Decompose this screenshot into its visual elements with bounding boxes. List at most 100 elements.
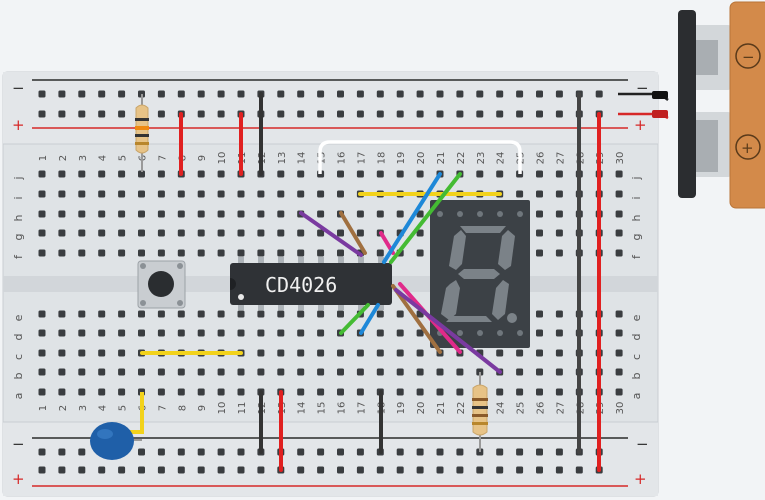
- breadboard-hole[interactable]: [257, 310, 265, 318]
- breadboard-hole[interactable]: [396, 368, 404, 376]
- breadboard-hole[interactable]: [496, 90, 504, 98]
- breadboard-hole[interactable]: [376, 310, 384, 318]
- breadboard-hole[interactable]: [118, 310, 126, 318]
- breadboard-hole[interactable]: [337, 388, 344, 396]
- breadboard-hole[interactable]: [78, 110, 86, 118]
- breadboard-hole[interactable]: [277, 349, 285, 357]
- breadboard-hole[interactable]: [38, 329, 46, 337]
- breadboard-hole[interactable]: [58, 170, 66, 178]
- breadboard-hole[interactable]: [297, 329, 305, 337]
- breadboard-hole[interactable]: [297, 388, 305, 396]
- green-jumper-wire[interactable]: [389, 172, 462, 264]
- breadboard-hole[interactable]: [157, 90, 165, 98]
- breadboard-hole[interactable]: [496, 448, 504, 456]
- breadboard-hole[interactable]: [257, 229, 265, 237]
- breadboard-hole[interactable]: [217, 329, 225, 337]
- breadboard-hole[interactable]: [297, 368, 305, 376]
- breadboard-hole[interactable]: [337, 229, 344, 237]
- breadboard-hole[interactable]: [217, 170, 225, 178]
- breadboard-hole[interactable]: [38, 229, 46, 237]
- breadboard-hole[interactable]: [536, 170, 543, 178]
- brown-jumper-wire[interactable]: [391, 284, 442, 354]
- breadboard-hole[interactable]: [317, 90, 325, 98]
- breadboard-hole[interactable]: [376, 90, 384, 98]
- breadboard-hole[interactable]: [317, 310, 325, 318]
- breadboard-hole[interactable]: [337, 190, 344, 198]
- breadboard-hole[interactable]: [516, 466, 524, 474]
- brown-jumper-wire[interactable]: [339, 211, 367, 255]
- breadboard-hole[interactable]: [138, 368, 145, 376]
- breadboard-hole[interactable]: [376, 110, 384, 118]
- breadboard-hole[interactable]: [237, 448, 245, 456]
- breadboard-hole[interactable]: [555, 310, 563, 318]
- breadboard-hole[interactable]: [38, 90, 46, 98]
- breadboard-hole[interactable]: [157, 466, 165, 474]
- breadboard-hole[interactable]: [476, 170, 484, 178]
- breadboard-hole[interactable]: [217, 368, 225, 376]
- breadboard-hole[interactable]: [98, 310, 106, 318]
- breadboard-hole[interactable]: [416, 229, 424, 237]
- breadboard-hole[interactable]: [615, 349, 623, 357]
- breadboard-hole[interactable]: [78, 329, 86, 337]
- breadboard-hole[interactable]: [58, 349, 66, 357]
- breadboard-hole[interactable]: [38, 388, 46, 396]
- blue-jumper-wire[interactable]: [382, 172, 442, 264]
- breadboard-hole[interactable]: [297, 448, 305, 456]
- breadboard-hole[interactable]: [615, 329, 623, 337]
- breadboard-hole[interactable]: [237, 229, 245, 237]
- breadboard-hole[interactable]: [337, 110, 344, 118]
- breadboard-hole[interactable]: [157, 249, 165, 257]
- breadboard-hole[interactable]: [337, 310, 344, 318]
- breadboard-hole[interactable]: [297, 249, 305, 257]
- breadboard-hole[interactable]: [536, 249, 543, 257]
- breadboard-hole[interactable]: [317, 229, 325, 237]
- breadboard-hole[interactable]: [277, 249, 285, 257]
- breadboard-hole[interactable]: [456, 448, 464, 456]
- breadboard-hole[interactable]: [396, 210, 404, 218]
- breadboard-hole[interactable]: [277, 210, 285, 218]
- breadboard-hole[interactable]: [78, 170, 86, 178]
- breadboard-hole[interactable]: [337, 170, 344, 178]
- breadboard-hole[interactable]: [98, 368, 106, 376]
- breadboard-hole[interactable]: [257, 329, 265, 337]
- breadboard-hole[interactable]: [177, 310, 185, 318]
- breadboard-hole[interactable]: [197, 368, 205, 376]
- breadboard-hole[interactable]: [317, 368, 325, 376]
- breadboard-hole[interactable]: [177, 249, 185, 257]
- breadboard-hole[interactable]: [78, 368, 86, 376]
- breadboard-hole[interactable]: [118, 349, 126, 357]
- breadboard-hole[interactable]: [118, 388, 126, 396]
- breadboard-hole[interactable]: [416, 210, 424, 218]
- breadboard-hole[interactable]: [177, 448, 185, 456]
- breadboard-hole[interactable]: [555, 368, 563, 376]
- breadboard-hole[interactable]: [177, 388, 185, 396]
- breadboard-hole[interactable]: [396, 388, 404, 396]
- breadboard-hole[interactable]: [356, 229, 364, 237]
- breadboard-hole[interactable]: [138, 190, 145, 198]
- breadboard-hole[interactable]: [536, 329, 543, 337]
- breadboard-hole[interactable]: [536, 349, 543, 357]
- breadboard-hole[interactable]: [376, 329, 384, 337]
- breadboard-hole[interactable]: [237, 90, 245, 98]
- breadboard-hole[interactable]: [496, 388, 504, 396]
- breadboard-hole[interactable]: [138, 249, 145, 257]
- breadboard-hole[interactable]: [98, 190, 106, 198]
- breadboard-hole[interactable]: [38, 110, 46, 118]
- breadboard-hole[interactable]: [118, 90, 126, 98]
- breadboard-hole[interactable]: [217, 466, 225, 474]
- breadboard-hole[interactable]: [555, 249, 563, 257]
- breadboard-hole[interactable]: [615, 249, 623, 257]
- breadboard-hole[interactable]: [317, 190, 325, 198]
- breadboard-hole[interactable]: [217, 388, 225, 396]
- breadboard-hole[interactable]: [217, 448, 225, 456]
- breadboard-hole[interactable]: [376, 249, 384, 257]
- breadboard-hole[interactable]: [98, 329, 106, 337]
- breadboard-hole[interactable]: [138, 210, 145, 218]
- breadboard-hole[interactable]: [297, 90, 305, 98]
- breadboard-hole[interactable]: [536, 388, 543, 396]
- breadboard-hole[interactable]: [78, 388, 86, 396]
- breadboard-hole[interactable]: [575, 466, 583, 474]
- breadboard-hole[interactable]: [98, 349, 106, 357]
- breadboard-hole[interactable]: [356, 110, 364, 118]
- breadboard-hole[interactable]: [396, 110, 404, 118]
